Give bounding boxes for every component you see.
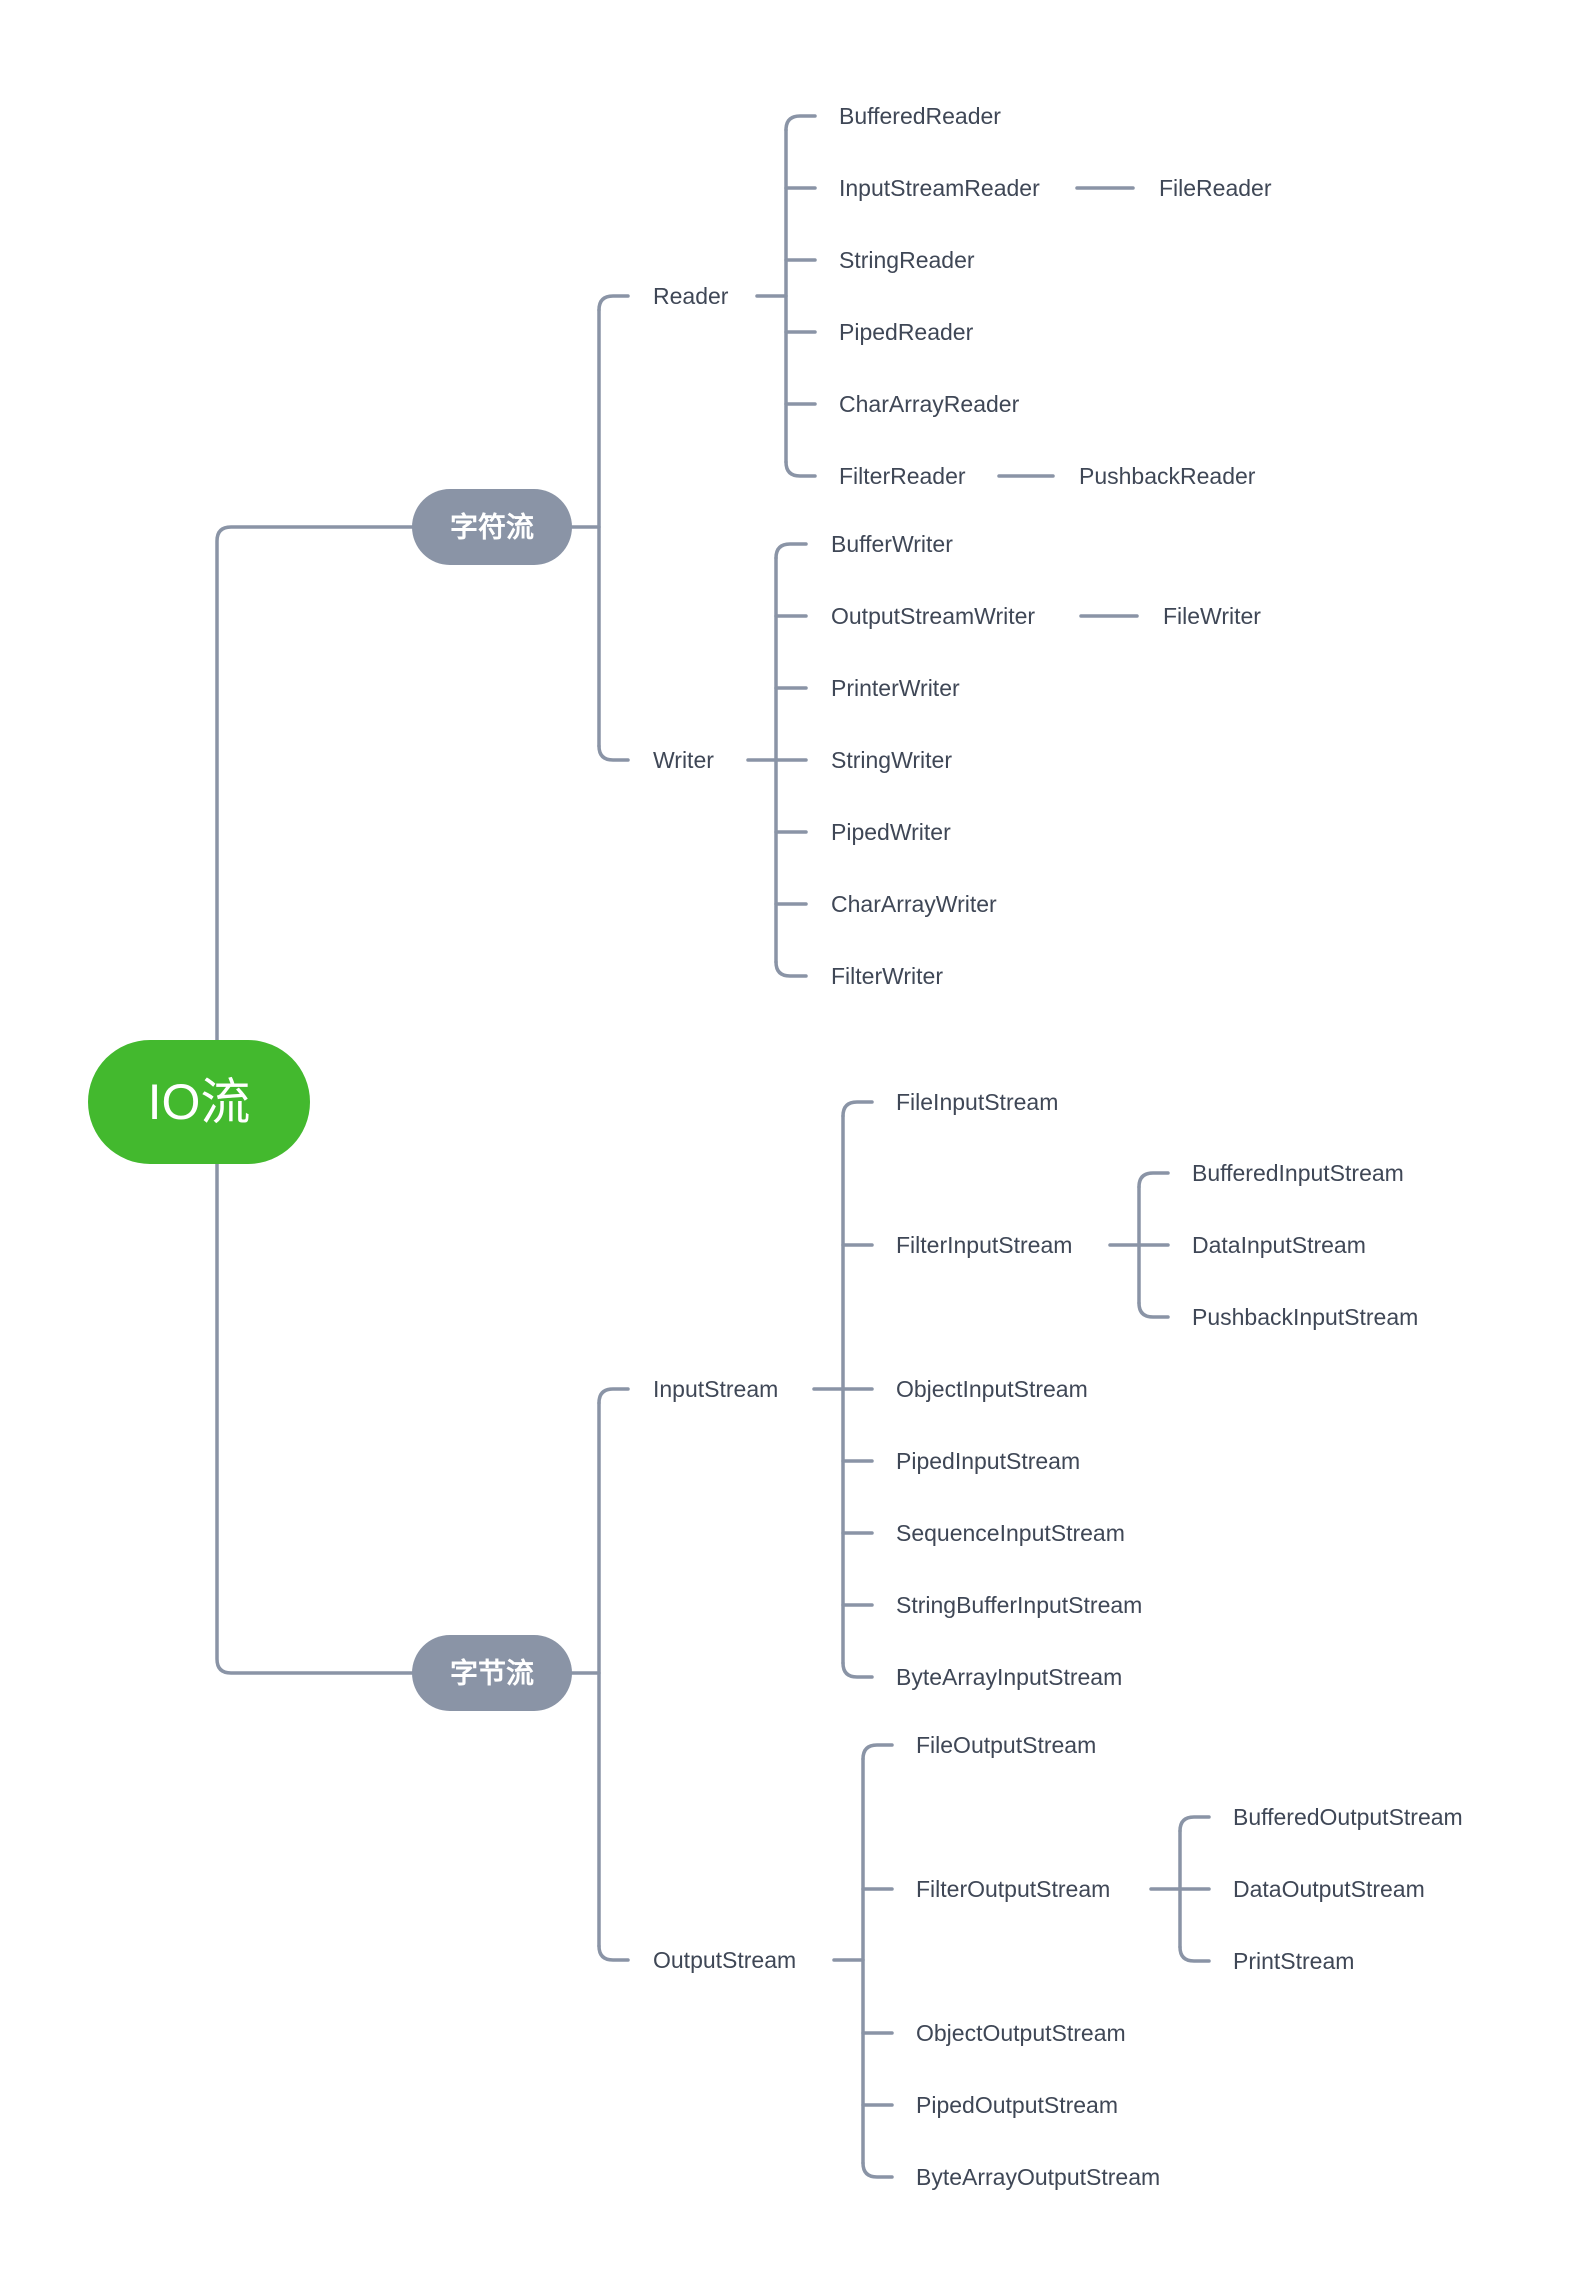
node-inputstreamreader[interactable]: InputStreamReader: [839, 175, 1040, 201]
branch-node-byte-stream[interactable]: 字节流: [412, 1635, 572, 1711]
node-stringwriter[interactable]: StringWriter: [831, 747, 952, 773]
node-datainputstream[interactable]: DataInputStream: [1192, 1232, 1366, 1258]
connector-line: [1137, 1301, 1170, 1319]
node-bytearrayinputstream[interactable]: ByteArrayInputStream: [896, 1664, 1122, 1690]
connector-line: [597, 1944, 630, 1962]
branch-node-char-stream[interactable]: 字符流: [412, 489, 572, 565]
connector-line: [597, 294, 630, 312]
node-objectoutputstream[interactable]: ObjectOutputStream: [916, 2020, 1126, 2046]
node-chararrayreader[interactable]: CharArrayReader: [839, 391, 1020, 417]
node-stringbufferinputstream[interactable]: StringBufferInputStream: [896, 1592, 1142, 1618]
node-filterwriter[interactable]: FilterWriter: [831, 963, 943, 989]
connector-lines: [215, 114, 1211, 2179]
node-pipedwriter[interactable]: PipedWriter: [831, 819, 951, 845]
node-filteroutputstream[interactable]: FilterOutputStream: [916, 1876, 1110, 1902]
branch-node-shape: [412, 1635, 572, 1711]
node-inputstream[interactable]: InputStream: [653, 1376, 778, 1402]
connector-line: [774, 542, 808, 560]
connector-line: [784, 460, 817, 478]
connector-line: [1137, 1171, 1170, 1189]
connector-line: [215, 525, 414, 1042]
connector-line: [774, 960, 808, 978]
node-printstream[interactable]: PrintStream: [1233, 1948, 1354, 1974]
branch-node-shape: [412, 489, 572, 565]
connector-line: [861, 2161, 894, 2179]
node-filereader[interactable]: FileReader: [1159, 175, 1272, 201]
root-node[interactable]: IO流: [88, 1040, 310, 1164]
node-bytearrayoutputstream[interactable]: ByteArrayOutputStream: [916, 2164, 1160, 2190]
connector-line: [1178, 1945, 1211, 1963]
connector-line: [841, 1100, 874, 1118]
node-writer[interactable]: Writer: [653, 747, 714, 773]
node-stringreader[interactable]: StringReader: [839, 247, 975, 273]
node-filterreader[interactable]: FilterReader: [839, 463, 966, 489]
node-outputstream[interactable]: OutputStream: [653, 1947, 796, 1973]
node-pipedoutputstream[interactable]: PipedOutputStream: [916, 2092, 1118, 2118]
connector-line: [841, 1661, 874, 1679]
node-bufferedinputstream[interactable]: BufferedInputStream: [1192, 1160, 1404, 1186]
connector-line: [597, 744, 630, 762]
connector-line: [1178, 1815, 1211, 1833]
connector-line: [784, 114, 817, 132]
node-pipedreader[interactable]: PipedReader: [839, 319, 974, 345]
connector-line: [215, 1162, 414, 1675]
node-objectinputstream[interactable]: ObjectInputStream: [896, 1376, 1088, 1402]
node-fileoutputstream[interactable]: FileOutputStream: [916, 1732, 1096, 1758]
node-sequenceinputstream[interactable]: SequenceInputStream: [896, 1520, 1125, 1546]
node-pushbackreader[interactable]: PushbackReader: [1079, 463, 1256, 489]
node-outputstreamwriter[interactable]: OutputStreamWriter: [831, 603, 1035, 629]
node-bufferedreader[interactable]: BufferedReader: [839, 103, 1001, 129]
branch-node-label: 字节流: [450, 1657, 534, 1689]
node-pushbackinputstream[interactable]: PushbackInputStream: [1192, 1304, 1418, 1330]
connector-line: [597, 1387, 630, 1405]
node-filewriter[interactable]: FileWriter: [1163, 603, 1261, 629]
root-node-label: IO流: [148, 1074, 251, 1130]
node-bufferedoutputstream[interactable]: BufferedOutputStream: [1233, 1804, 1463, 1830]
node-chararraywriter[interactable]: CharArrayWriter: [831, 891, 997, 917]
node-dataoutputstream[interactable]: DataOutputStream: [1233, 1876, 1425, 1902]
node-fileinputstream[interactable]: FileInputStream: [896, 1089, 1058, 1115]
node-pipedinputstream[interactable]: PipedInputStream: [896, 1448, 1080, 1474]
node-printerwriter[interactable]: PrinterWriter: [831, 675, 960, 701]
node-filterinputstream[interactable]: FilterInputStream: [896, 1232, 1072, 1258]
connector-line: [861, 1743, 894, 1761]
node-bufferwriter[interactable]: BufferWriter: [831, 531, 953, 557]
root-node-shape: [88, 1040, 310, 1164]
branch-node-label: 字符流: [450, 511, 534, 543]
node-reader[interactable]: Reader: [653, 283, 729, 309]
